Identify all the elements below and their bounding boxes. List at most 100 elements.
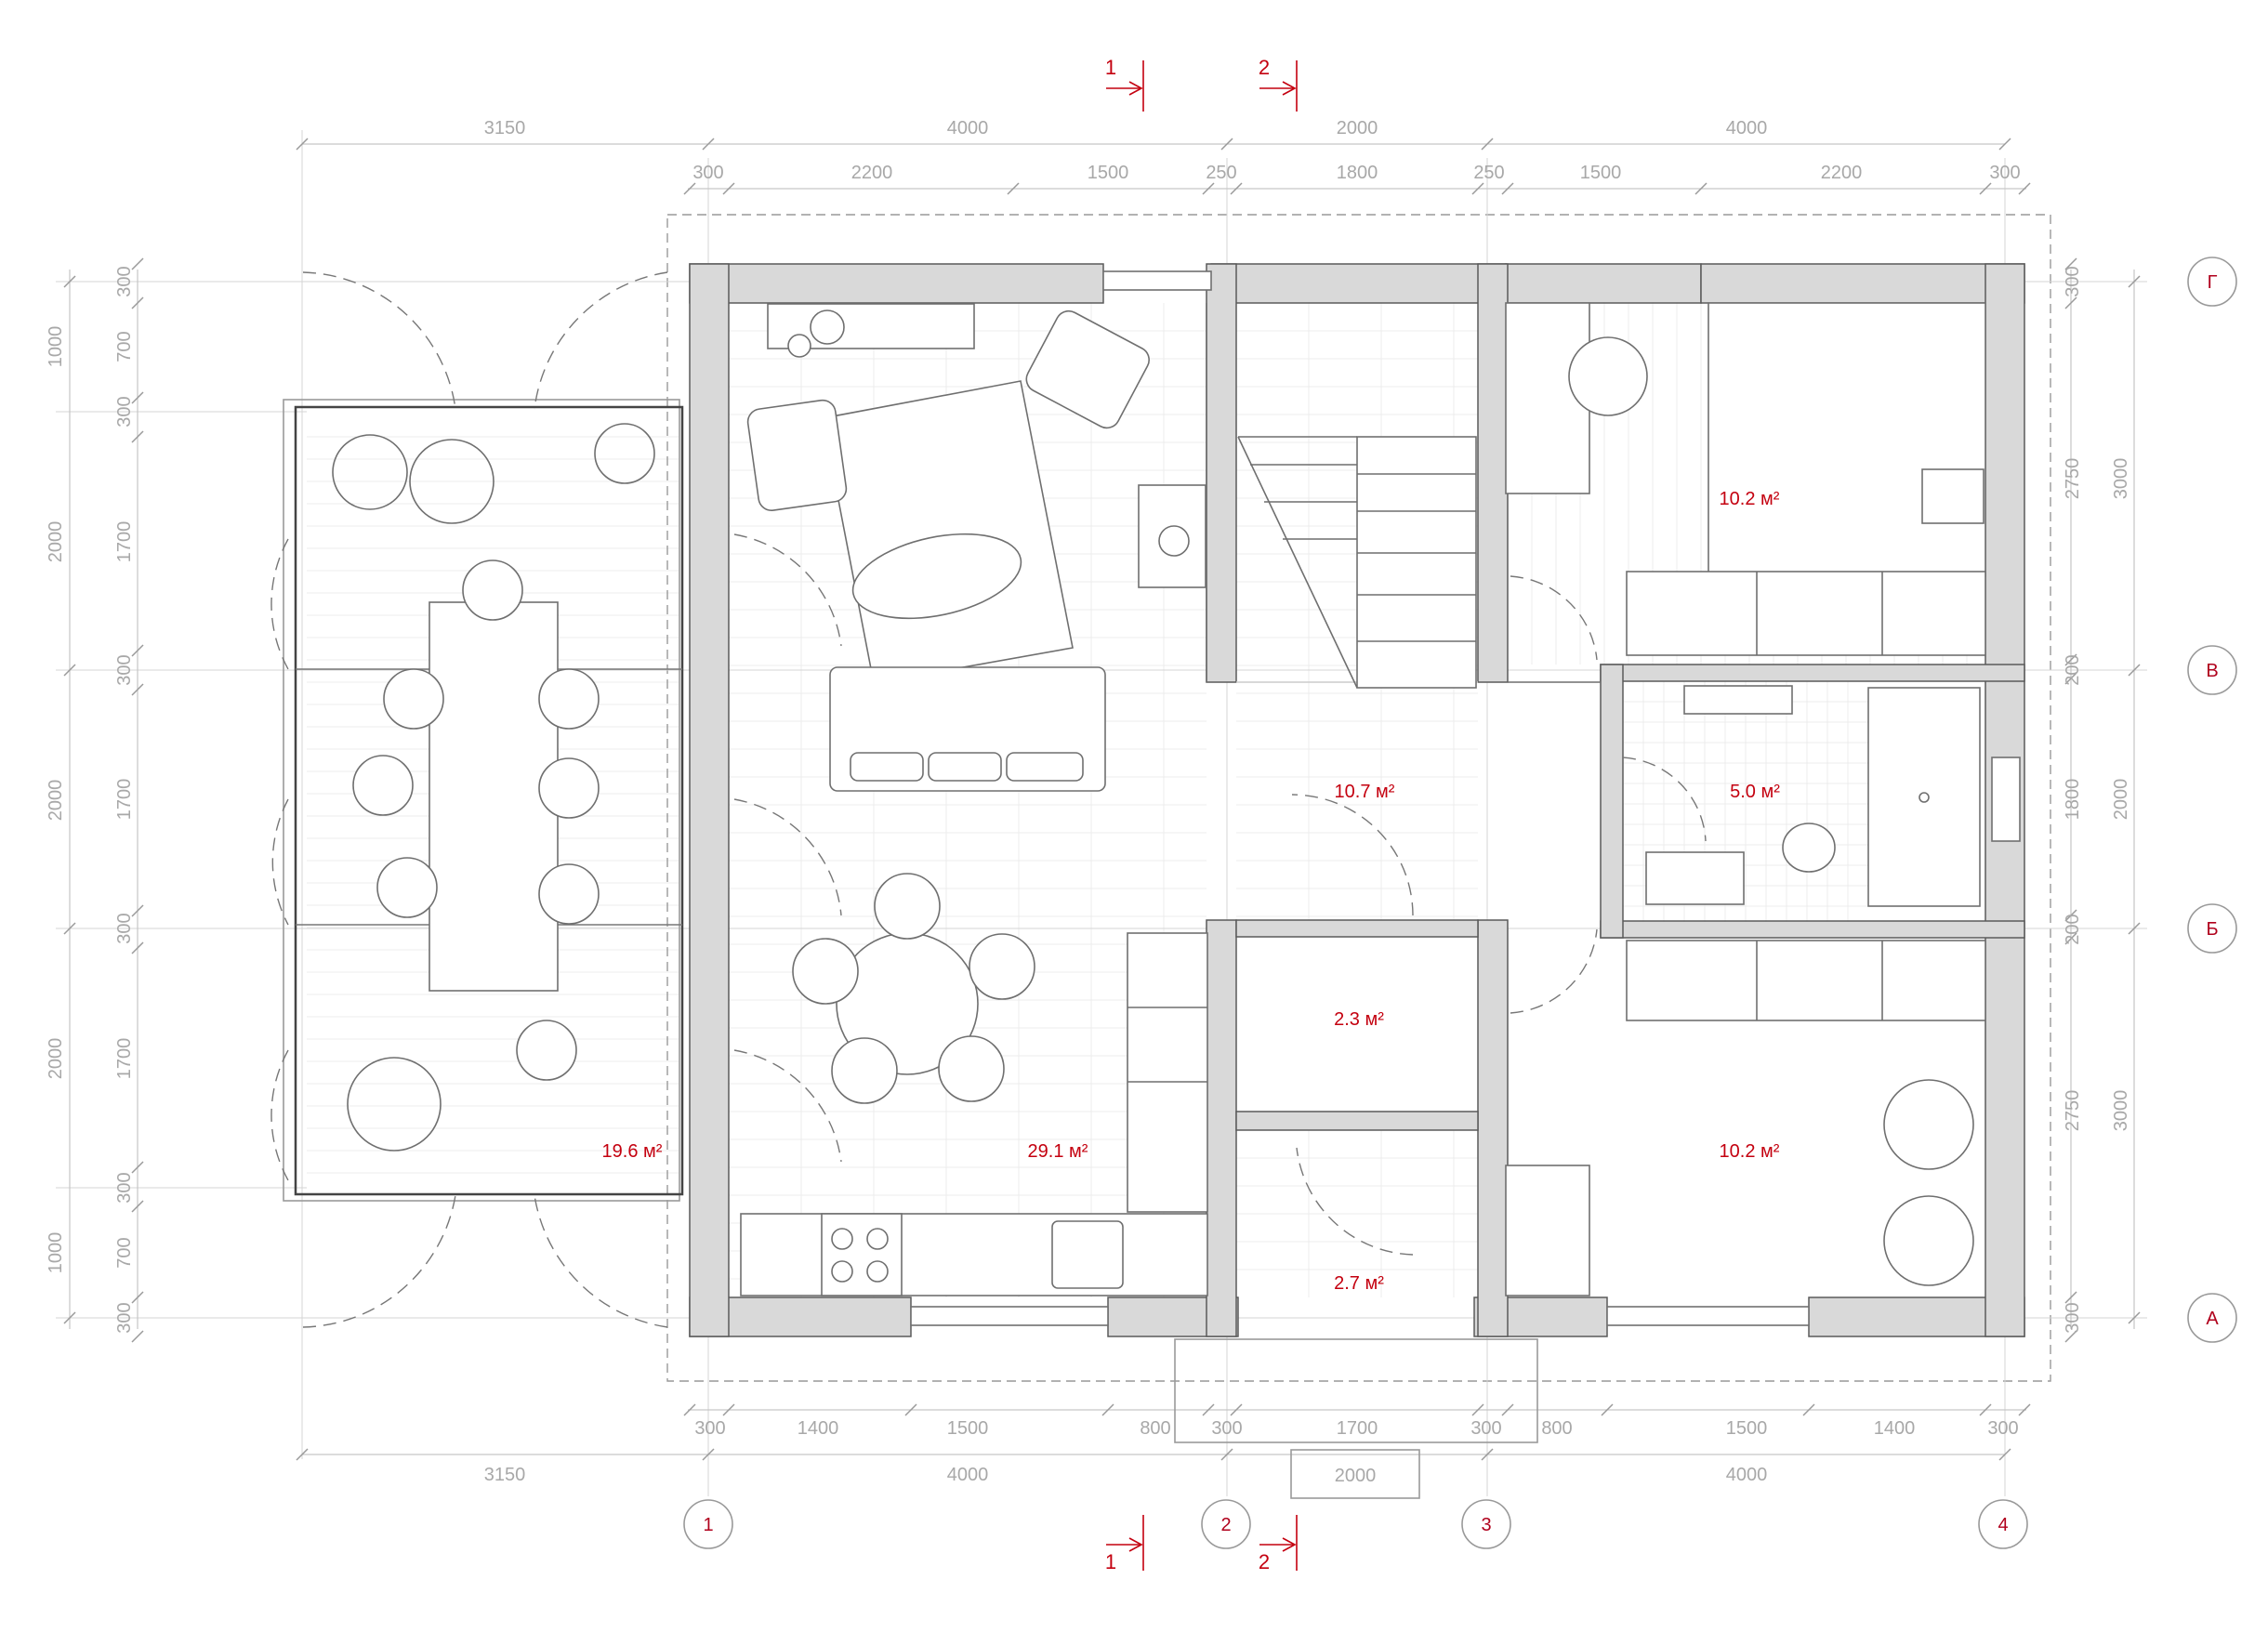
- dimension-tick: [2064, 932, 2077, 945]
- desk-bottom: [1505, 1165, 1590, 1296]
- dim-left-inner-8: 1700: [114, 1038, 135, 1080]
- terrace: [283, 399, 684, 1202]
- dimension-tick: [1202, 182, 1215, 195]
- dim-left-outer-5: 1000: [46, 1232, 66, 1274]
- dim-bottom-inner-9: 1500: [1726, 1418, 1768, 1439]
- dim-top-outer-4: 4000: [1726, 118, 1768, 138]
- dimension-tick: [2064, 1330, 2077, 1343]
- armchair-1: [746, 399, 848, 511]
- dim-top-inner-6: 250: [1473, 163, 1504, 183]
- plant-4: [347, 1057, 442, 1152]
- dimension-tick: [904, 1403, 917, 1416]
- bottom-inner-dimensions: 300 1400 1500 800 300 1700 300 800 1500 …: [694, 1418, 2018, 1439]
- dim-left-inner-9: 300: [114, 1172, 135, 1203]
- dim-bottom-inner-5: 300: [1211, 1418, 1242, 1439]
- dimension-tick: [2064, 653, 2077, 666]
- washbasin: [1645, 851, 1745, 905]
- window-kitchen: [910, 1306, 1109, 1326]
- area-bedroom-bottom: 10.2 м²: [1720, 1141, 1780, 1162]
- dim-top-inner-4: 250: [1206, 163, 1236, 183]
- dim-top-inner-8: 2200: [1821, 163, 1863, 183]
- plant-1: [332, 434, 408, 510]
- axis-row-B: Б: [2206, 919, 2218, 940]
- dimension-tick: [1802, 1403, 1815, 1416]
- dim-left-outer-3: 2000: [46, 780, 66, 822]
- dimension-tick: [2064, 672, 2077, 685]
- dim-bottom-outer-1: 3150: [484, 1465, 526, 1485]
- dimension-tick: [1998, 1448, 2011, 1461]
- bed-top: [1708, 302, 1986, 577]
- dim-top-inner-5: 1800: [1337, 163, 1378, 183]
- dim-left-outer-2: 2000: [46, 521, 66, 563]
- dimension-tick: [63, 1311, 76, 1324]
- wardrobe-bottom: [1626, 940, 1986, 1021]
- dimension-tick: [131, 430, 144, 443]
- bottom-outer-dimensions: 3150 4000 4000: [484, 1465, 1768, 1485]
- dim-left-inner-3: 300: [114, 396, 135, 427]
- bathroom-furniture: [1645, 685, 1981, 907]
- dimension-tick: [2064, 257, 2077, 270]
- bedroom-bottom-furniture: [1505, 940, 1986, 1296]
- dim-right-outer-2: 2000: [2111, 779, 2131, 821]
- right-outer-dimensions: 3000 2000 3000: [2111, 458, 2131, 1132]
- porch-box: 2000: [1174, 1338, 1538, 1499]
- dim-left-inner-10: 700: [114, 1237, 135, 1268]
- terrace-furniture: [332, 423, 655, 1152]
- dimension-tick: [2128, 275, 2141, 288]
- dimension-tick: [1694, 182, 1708, 195]
- dim-right-inner-5: 200: [2063, 914, 2083, 944]
- dim-bottom-outer-4: 4000: [1726, 1465, 1768, 1485]
- dim-left-inner-11: 300: [114, 1302, 135, 1333]
- section-markers: 1 2 1 2: [1105, 56, 1298, 1573]
- dim-porch-width: 2000: [1335, 1466, 1377, 1486]
- dimension-tick: [131, 1161, 144, 1174]
- coffee-table: [851, 533, 1022, 620]
- left-outer-dimensions: 1000 2000 2000 2000 1000: [46, 326, 66, 1274]
- bathtub: [1867, 687, 1981, 907]
- dimension-tick: [1202, 1403, 1215, 1416]
- dimension-tick: [1101, 1403, 1114, 1416]
- door-swings: [270, 271, 1707, 1328]
- dim-left-inner-6: 1700: [114, 779, 135, 821]
- dimension-tick: [2064, 296, 2077, 309]
- dimension-tick: [1979, 1403, 1992, 1416]
- dimension-tick: [1979, 182, 1992, 195]
- armchair-2: [1025, 309, 1150, 429]
- dim-top-outer-2: 4000: [947, 118, 989, 138]
- axis-bubbles: 1 2 3 4 Г В Б А: [683, 257, 2237, 1549]
- dimension-tick: [702, 138, 715, 151]
- window-bedroom-bottom: [1606, 1306, 1810, 1326]
- dim-top-inner-9: 300: [1989, 163, 2020, 183]
- dimension-ticks: [63, 138, 2141, 1461]
- kitchen-column: [1127, 932, 1208, 1213]
- area-hall: 10.7 м²: [1335, 782, 1395, 802]
- dimension-lines: [69, 143, 2135, 1455]
- kitchen-counter: [740, 1213, 1208, 1296]
- dimension-tick: [2064, 909, 2077, 922]
- dimension-tick: [2128, 922, 2141, 935]
- dim-bottom-outer-2: 4000: [947, 1465, 989, 1485]
- section-1-bottom: 1: [1105, 1550, 1116, 1573]
- dim-right-inner-2: 2750: [2063, 458, 2083, 500]
- dim-bottom-inner-2: 1400: [798, 1418, 839, 1439]
- wardrobe-top: [1626, 571, 1986, 656]
- dimension-tick: [702, 1448, 715, 1461]
- room-labels: 19.6 м² 29.1 м² 10.7 м² 10.2 м² 5.0 м² 2…: [602, 489, 1781, 1294]
- dim-right-outer-3: 3000: [2111, 1090, 2131, 1132]
- dimension-tick: [2018, 182, 2031, 195]
- dimension-tick: [1471, 1403, 1484, 1416]
- dim-right-inner-1: 300: [2063, 266, 2083, 296]
- section-2-top: 2: [1259, 56, 1270, 79]
- area-vestibule: 2.3 м²: [1334, 1009, 1384, 1030]
- dim-left-inner-4: 1700: [114, 521, 135, 563]
- staircase: [1237, 436, 1477, 689]
- axis-col-1: 1: [703, 1515, 713, 1535]
- dimension-tick: [2128, 664, 2141, 677]
- section-1-top: 1: [1105, 56, 1116, 79]
- dim-bottom-inner-6: 1700: [1337, 1418, 1378, 1439]
- plot-outline: [666, 214, 2051, 1382]
- dimension-tick: [1220, 1448, 1233, 1461]
- dimension-tick: [131, 941, 144, 954]
- dimension-tick: [131, 683, 144, 696]
- area-living-kitchen: 29.1 м²: [1028, 1141, 1088, 1162]
